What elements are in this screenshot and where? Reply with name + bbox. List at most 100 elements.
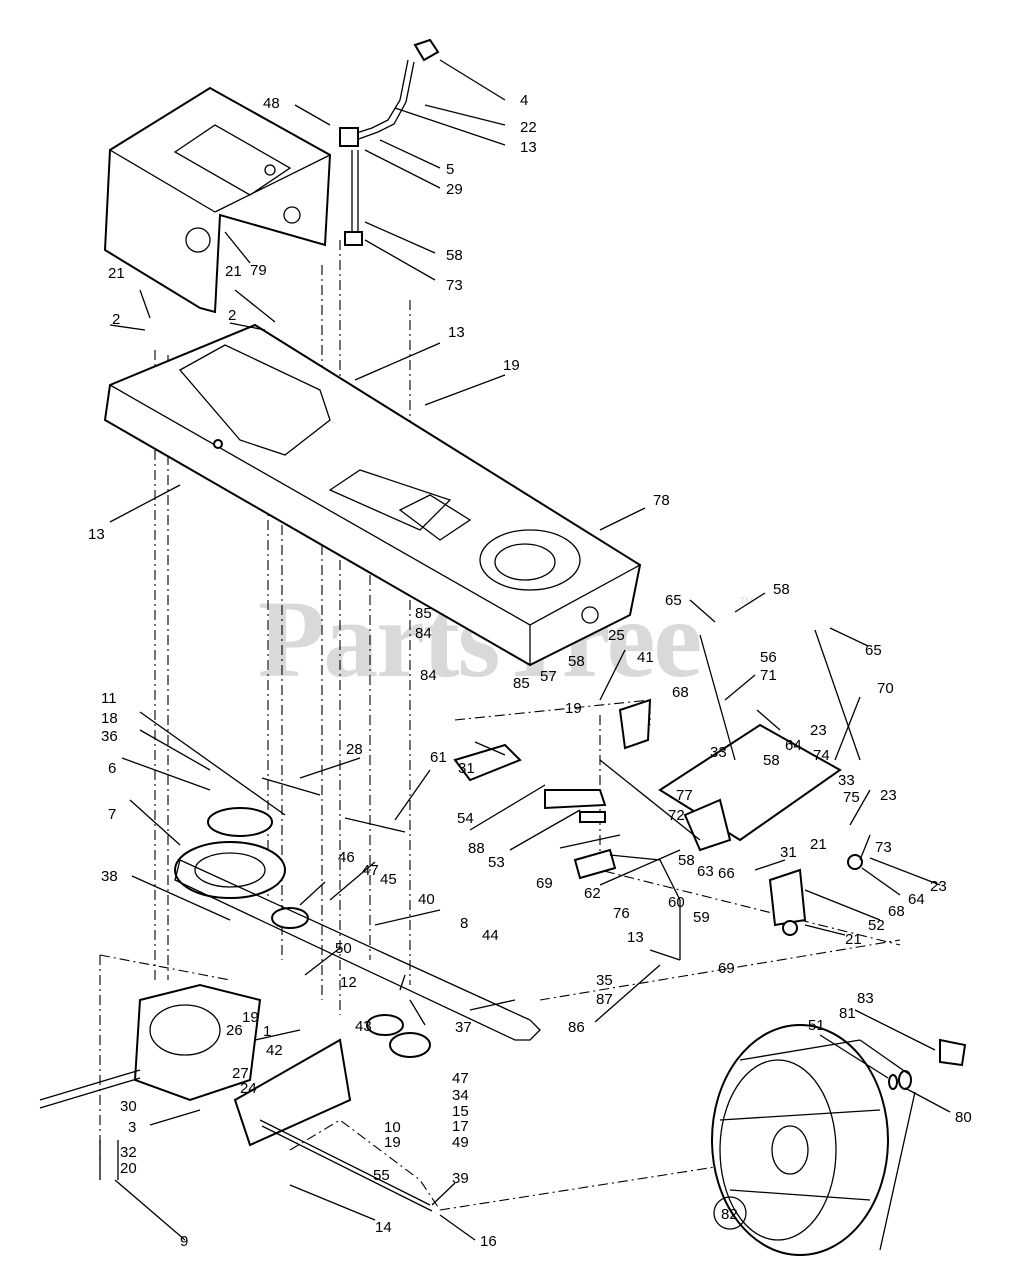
callout-87: 87 <box>596 991 613 1008</box>
callout-84b: 84 <box>420 667 437 684</box>
callout-77: 77 <box>676 787 693 804</box>
callout-64b: 64 <box>908 891 925 908</box>
callout-66: 66 <box>718 865 735 882</box>
callout-70: 70 <box>877 680 894 697</box>
callout-69b: 69 <box>718 960 735 977</box>
callout-24: 24 <box>240 1080 257 1097</box>
callout-85b: 85 <box>513 675 530 692</box>
callout-60: 60 <box>668 894 685 911</box>
callout-88: 88 <box>468 840 485 857</box>
callout-42: 42 <box>266 1042 283 1059</box>
callout-19b: 19 <box>565 700 582 717</box>
callout-21: 21 <box>108 265 125 282</box>
callout-82: 82 <box>721 1206 738 1223</box>
callout-17: 17 <box>452 1118 469 1135</box>
callout-86: 86 <box>568 1019 585 1036</box>
callout-14: 14 <box>375 1219 392 1236</box>
callout-20: 20 <box>120 1160 137 1177</box>
callout-50: 50 <box>335 940 352 957</box>
callout-83: 83 <box>857 990 874 1007</box>
callout-2: 2 <box>112 311 120 328</box>
callout-30: 30 <box>120 1098 137 1115</box>
callout-71: 71 <box>760 667 777 684</box>
callout-48: 48 <box>263 95 280 112</box>
callout-53: 53 <box>488 854 505 871</box>
callout-10: 10 <box>384 1119 401 1136</box>
callout-23b: 23 <box>880 787 897 804</box>
callout-9: 9 <box>180 1233 188 1250</box>
callout-58b: 58 <box>773 581 790 598</box>
pulleys <box>174 439 431 1058</box>
springs <box>261 777 786 871</box>
callout-6: 6 <box>108 760 116 777</box>
tie-rod <box>259 1119 433 1212</box>
callout-58d: 58 <box>763 752 780 769</box>
callout-73: 73 <box>446 277 463 294</box>
callout-23: 23 <box>810 722 827 739</box>
callout-46: 46 <box>338 849 355 866</box>
callout-40: 40 <box>418 891 435 908</box>
callout-75: 75 <box>843 789 860 806</box>
callout-57: 57 <box>540 668 557 685</box>
callout-76: 76 <box>613 905 630 922</box>
callout-63: 63 <box>697 863 714 880</box>
callout-43: 43 <box>355 1018 372 1035</box>
callout-5: 5 <box>446 161 454 178</box>
callout-23c: 23 <box>930 878 947 895</box>
callout-64: 64 <box>785 737 802 754</box>
callout-19: 19 <box>503 357 520 374</box>
callout-32: 32 <box>120 1144 137 1161</box>
callout-13b: 13 <box>448 324 465 341</box>
callout-37: 37 <box>455 1019 472 1036</box>
callout-26: 26 <box>226 1022 243 1039</box>
callout-55: 55 <box>373 1167 390 1184</box>
frame <box>103 323 642 667</box>
callout-38: 38 <box>101 868 118 885</box>
callout-33b: 33 <box>838 772 855 789</box>
callout-65b: 65 <box>865 642 882 659</box>
callout-68b: 68 <box>888 903 905 920</box>
callout-22: 22 <box>520 119 537 136</box>
callout-52: 52 <box>868 917 885 934</box>
callout-41: 41 <box>637 649 654 666</box>
callout-80: 80 <box>955 1109 972 1126</box>
callout-1: 1 <box>263 1023 271 1040</box>
callout-13: 13 <box>520 139 537 156</box>
callout-74: 74 <box>813 747 830 764</box>
callout-12: 12 <box>340 974 357 991</box>
callout-72: 72 <box>668 807 685 824</box>
rear-wheel <box>711 1024 889 1256</box>
wheel-hardware <box>888 1038 967 1090</box>
callout-54: 54 <box>457 810 474 827</box>
callout-7: 7 <box>108 806 116 823</box>
callout-51: 51 <box>808 1017 825 1034</box>
watermark-tm: TM <box>740 596 753 606</box>
callout-78: 78 <box>653 492 670 509</box>
callout-68: 68 <box>672 684 689 701</box>
callout-4: 4 <box>520 92 528 109</box>
callout-19c: 19 <box>242 1009 259 1026</box>
callout-28: 28 <box>346 741 363 758</box>
part-callouts: 4 22 13 48 5 29 58 79 73 21 21 2 2 13 19… <box>88 92 972 1250</box>
callout-27: 27 <box>232 1065 249 1082</box>
callout-16: 16 <box>480 1233 497 1250</box>
callout-49: 49 <box>452 1134 469 1151</box>
callout-33: 33 <box>710 744 727 761</box>
control-bracket <box>544 629 863 960</box>
callout-59: 59 <box>693 909 710 926</box>
callout-31: 31 <box>458 760 475 777</box>
callout-47b: 47 <box>452 1070 469 1087</box>
callout-19d: 19 <box>384 1134 401 1151</box>
callout-34: 34 <box>452 1087 469 1104</box>
callout-82-circle <box>713 1196 747 1230</box>
callout-15: 15 <box>452 1103 469 1120</box>
callout-3: 3 <box>128 1119 136 1136</box>
steering-shaft <box>339 38 440 246</box>
callout-58c: 58 <box>568 653 585 670</box>
callout-11: 11 <box>101 690 117 707</box>
callout-44: 44 <box>482 927 499 944</box>
callout-13d: 13 <box>627 929 644 946</box>
callout-18: 18 <box>101 710 118 727</box>
